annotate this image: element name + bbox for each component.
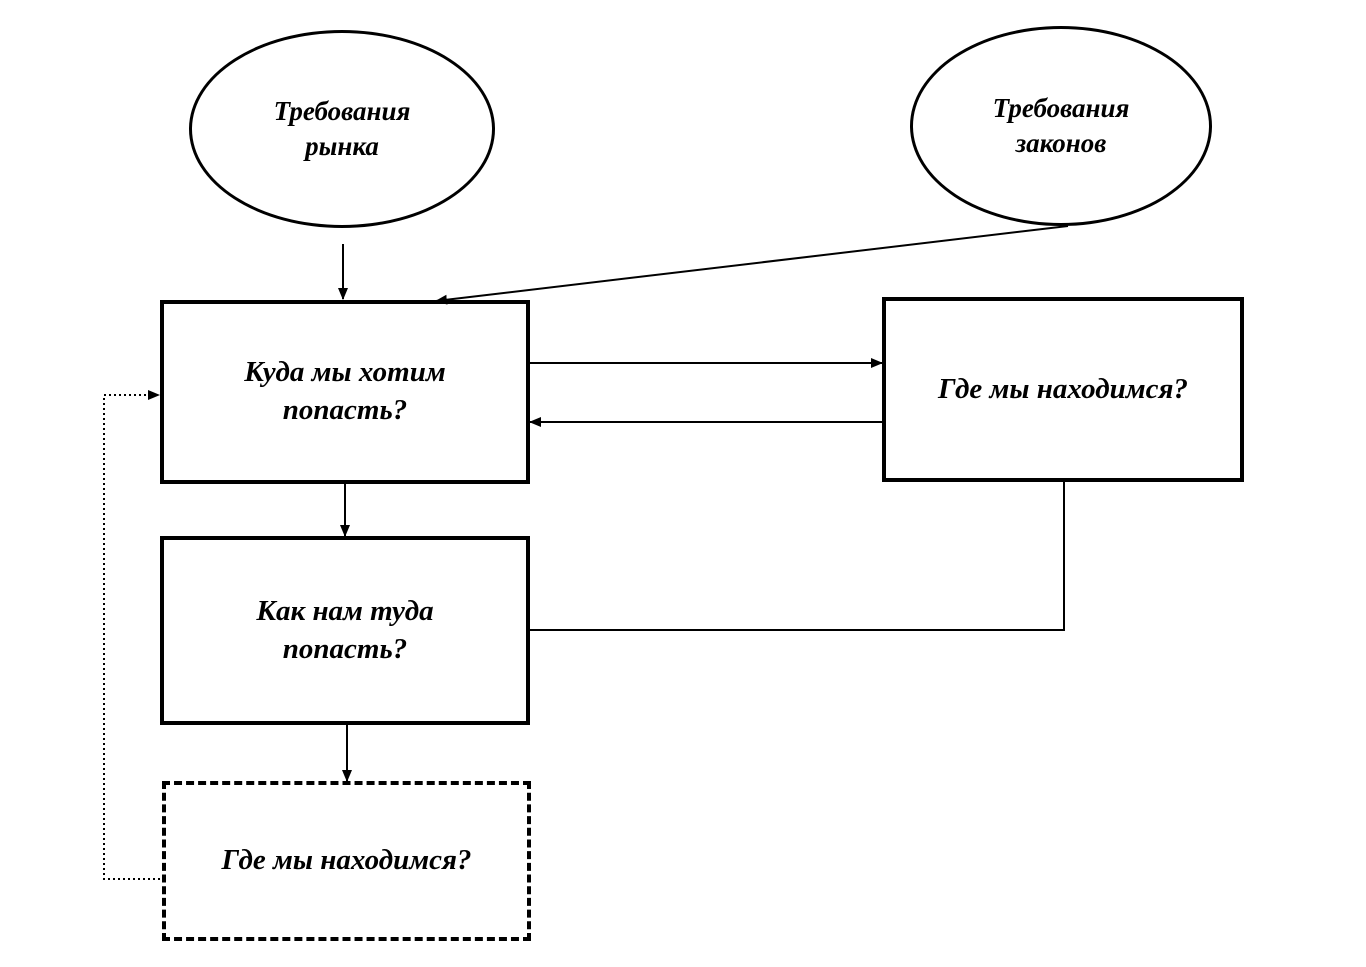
law-requirements-ellipse: Требования законов [910, 26, 1212, 226]
how-to-get-there-box: Как нам туда попасть? [160, 536, 530, 725]
how-to-get-there-label: Как нам туда попасть? [256, 594, 434, 665]
market-requirements-label: Требования рынка [273, 95, 411, 161]
where-we-want-box: Куда мы хотим попасть? [160, 300, 530, 484]
arrow-law-to-goal [435, 225, 1069, 305]
where-we-are-bottom-box: Где мы находимся? [162, 781, 531, 941]
where-we-are-bottom-label: Где мы находимся? [221, 844, 472, 877]
where-we-are-top-label: Где мы находимся? [938, 372, 1188, 405]
where-we-are-top-box: Где мы находимся? [882, 297, 1244, 482]
connector-current-to-plan [528, 481, 1065, 631]
where-we-want-label: Куда мы хотим попасть? [244, 356, 446, 426]
market-requirements-ellipse: Требования рынка [189, 30, 495, 228]
feedback-loop-dotted [103, 390, 165, 880]
law-requirements-label: Требования законов [992, 92, 1130, 158]
